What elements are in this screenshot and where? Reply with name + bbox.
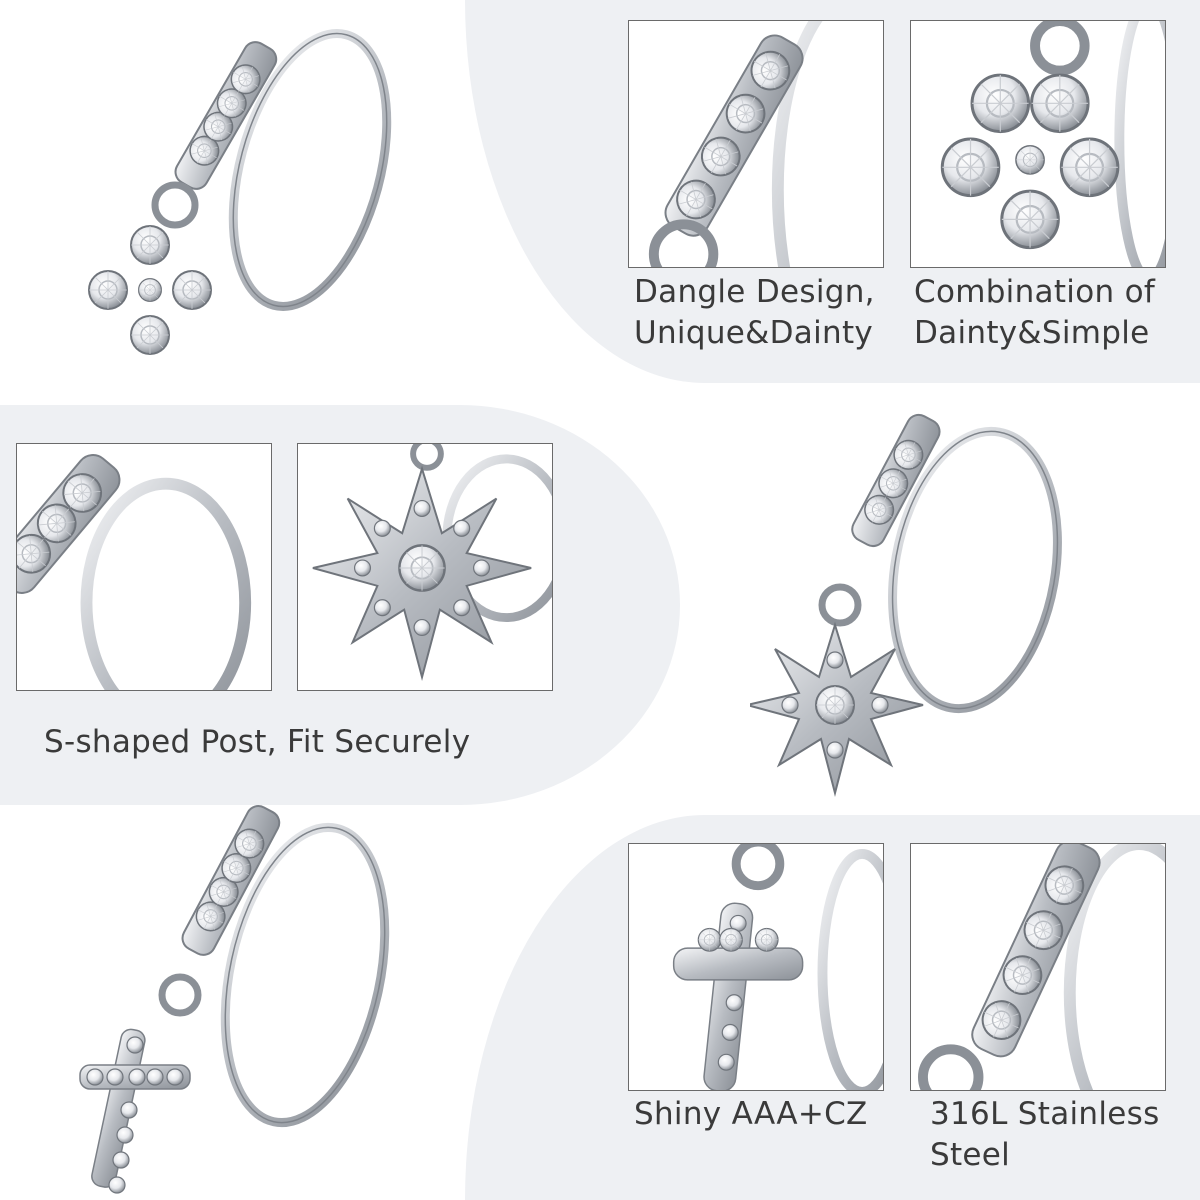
caption-dangle-design: Dangle Design,Unique&Dainty [634,274,875,351]
post-closeup-photo [16,443,272,691]
flower-closeup-photo [910,20,1166,268]
star-charm-ring-image [750,405,1080,825]
flower-charm-ring-image [40,10,410,390]
caption-shiny-cz: Shiny AAA+CZ [634,1096,868,1132]
cross-charm-ring-image [70,800,400,1195]
star-closeup-photo [297,443,553,691]
band-closeup-photo [628,20,884,268]
steel-band-closeup-photo [910,843,1166,1091]
cross-closeup-photo [628,843,884,1091]
caption-s-shaped-post: S-shaped Post, Fit Securely [44,724,471,760]
